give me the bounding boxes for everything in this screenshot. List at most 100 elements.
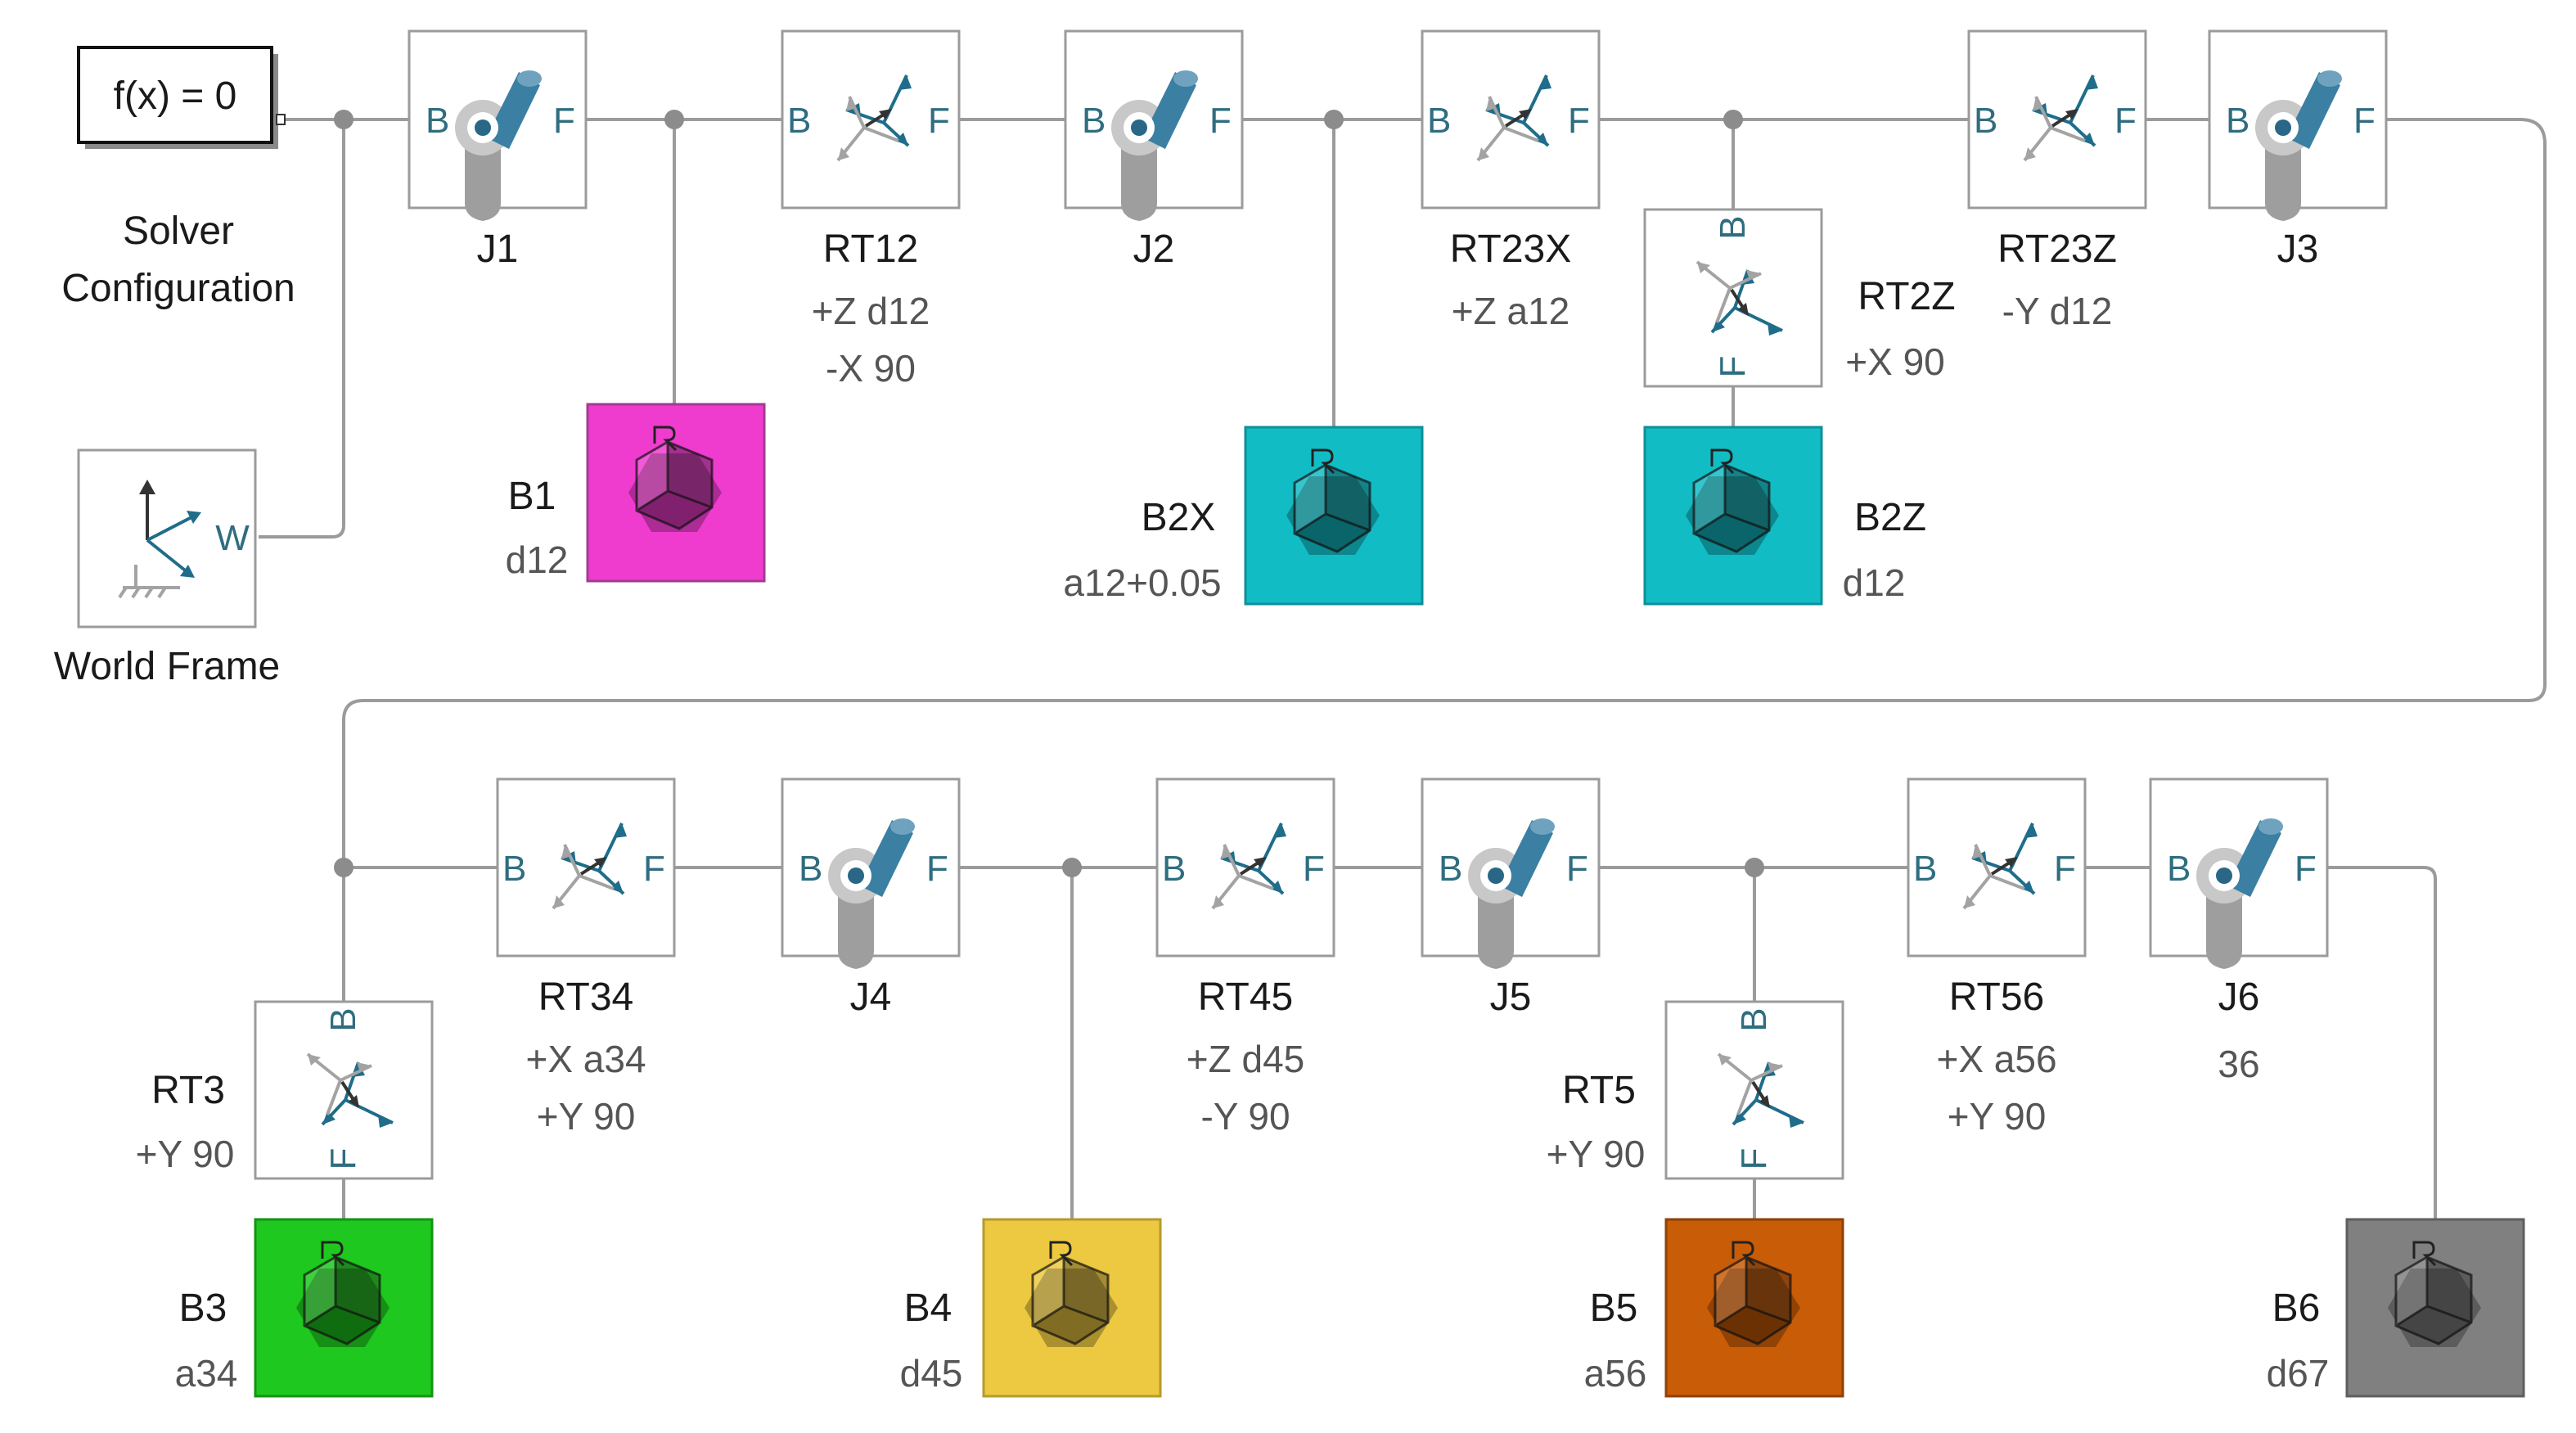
transform-label: RT23Z <box>1997 228 2117 271</box>
solver-expression: f(x) = 0 <box>114 74 237 118</box>
body-sublabel: a56 <box>1584 1352 1647 1395</box>
port-f: F <box>926 849 948 889</box>
transform-rt23z[interactable]: B F RT23Z -Y d12 <box>1967 29 2147 332</box>
port-b: B <box>1439 849 1462 889</box>
port-f: F <box>1734 1148 1774 1170</box>
transform-param-1: +Z a12 <box>1452 290 1570 332</box>
port-f: F <box>928 101 950 141</box>
joint-sublabel: 36 <box>2218 1043 2259 1085</box>
body-sublabel: d12 <box>506 539 569 581</box>
body-sublabel: a12+0.05 <box>1063 561 1221 604</box>
transform-label: RT56 <box>1949 976 2045 1019</box>
joint-label: J4 <box>850 976 892 1019</box>
body-label: B4 <box>904 1287 952 1330</box>
body-b2x[interactable]: B2X a12+0.05 <box>1063 426 1424 606</box>
transform-rt34[interactable]: B F RT34 +X a34 +Y 90 <box>496 777 676 1138</box>
port-f: F <box>1568 101 1590 141</box>
world-frame-block[interactable]: W World Frame <box>54 448 281 688</box>
body-sublabel: d12 <box>1843 561 1906 604</box>
transform-rt3[interactable]: B F RT3 +Y 90 <box>136 1000 434 1180</box>
transform-param-1: +X a34 <box>525 1038 646 1080</box>
port-f: F <box>1303 849 1325 889</box>
port-b: B <box>787 101 811 141</box>
transform-param-1: +X 90 <box>1845 340 1945 383</box>
transform-param-1: +Z d12 <box>812 290 930 332</box>
port-f: F <box>323 1148 363 1170</box>
port-f: F <box>643 849 665 889</box>
port-b: B <box>502 849 526 889</box>
transform-param-1: +X a56 <box>1936 1038 2056 1080</box>
body-label: B3 <box>179 1287 227 1330</box>
port-b: B <box>1974 101 1997 141</box>
port-f: F <box>2353 101 2376 141</box>
world-port-label: W <box>215 518 250 558</box>
solver-port <box>276 114 286 125</box>
transform-label: RT34 <box>538 976 634 1019</box>
joint-label: J5 <box>1490 976 1532 1019</box>
body-b2z[interactable]: B2Z d12 <box>1643 426 1926 606</box>
joint-j3[interactable]: B F J3 <box>2208 29 2388 271</box>
port-f: F <box>2114 101 2137 141</box>
port-b: B <box>2167 849 2191 889</box>
body-sublabel: d67 <box>2267 1352 2330 1395</box>
transform-label: RT2Z <box>1858 275 1955 318</box>
port-b: B <box>1913 849 1937 889</box>
transform-label: RT3 <box>151 1069 225 1112</box>
transform-param-1: +Y 90 <box>1547 1133 1646 1175</box>
transform-param-1: +Y 90 <box>136 1133 235 1175</box>
joint-j5[interactable]: B F J5 <box>1421 777 1601 1019</box>
body-b1[interactable]: B1 d12 <box>506 403 766 583</box>
joint-j2[interactable]: B F J2 <box>1064 29 1244 271</box>
joint-j6[interactable]: B F J6 36 <box>2149 777 2329 1085</box>
body-sublabel: d45 <box>900 1352 963 1395</box>
port-f: F <box>1209 101 1232 141</box>
transform-rt45[interactable]: B F RT45 +Z d45 -Y 90 <box>1155 777 1335 1138</box>
transform-rt5[interactable]: B F RT5 +Y 90 <box>1547 1000 1844 1180</box>
solver-label-line2: Configuration <box>61 267 295 310</box>
port-b: B <box>2226 101 2249 141</box>
body-label: B2Z <box>1854 496 1926 539</box>
port-b: B <box>1734 1007 1774 1031</box>
body-b3[interactable]: B3 a34 <box>175 1218 434 1398</box>
body-sublabel: a34 <box>175 1352 238 1395</box>
body-b5[interactable]: B5 a56 <box>1584 1218 1844 1398</box>
solver-configuration-block[interactable]: f(x) = 0 Solver Configuration <box>61 46 295 310</box>
port-f: F <box>1713 356 1753 378</box>
port-f: F <box>2295 849 2317 889</box>
body-label: B2X <box>1142 496 1216 539</box>
transform-label: RT23X <box>1450 228 1572 271</box>
transform-param-2: -Y 90 <box>1200 1095 1290 1138</box>
transform-label: RT45 <box>1198 976 1294 1019</box>
transform-rt56[interactable]: B F RT56 +X a56 +Y 90 <box>1907 777 2087 1138</box>
joint-j1[interactable]: B F J1 <box>408 29 588 271</box>
transform-param-1: +Z d45 <box>1187 1038 1305 1080</box>
port-b: B <box>1713 215 1753 239</box>
transform-rt12[interactable]: B F RT12 +Z d12 -X 90 <box>781 29 961 390</box>
port-b: B <box>323 1007 363 1031</box>
port-b: B <box>799 849 822 889</box>
joint-label: J1 <box>477 228 519 271</box>
port-f: F <box>2054 849 2076 889</box>
transform-param-2: +Y 90 <box>537 1095 636 1138</box>
port-b: B <box>1162 849 1186 889</box>
port-b: B <box>426 101 449 141</box>
transform-param-2: +Y 90 <box>1948 1095 2047 1138</box>
joint-label: J2 <box>1133 228 1175 271</box>
body-b4[interactable]: B4 d45 <box>900 1218 1162 1398</box>
transform-param-1: -Y d12 <box>2002 290 2113 332</box>
connection-lines <box>259 110 2547 1219</box>
port-f: F <box>553 101 575 141</box>
joint-label: J6 <box>2218 976 2260 1019</box>
port-f: F <box>1566 849 1588 889</box>
transform-rt23x[interactable]: B F RT23X +Z a12 <box>1421 29 1601 332</box>
body-label: B1 <box>508 475 556 518</box>
world-frame-label: World Frame <box>54 645 281 688</box>
transform-label: RT12 <box>823 228 919 271</box>
body-label: B5 <box>1590 1287 1638 1330</box>
body-b6[interactable]: B6 d67 <box>2267 1218 2525 1398</box>
port-b: B <box>1427 101 1451 141</box>
solver-label-line1: Solver <box>123 210 234 253</box>
transform-rt2z[interactable]: B F RT2Z +X 90 <box>1643 208 1956 388</box>
joint-j4[interactable]: B F J4 <box>781 777 961 1019</box>
